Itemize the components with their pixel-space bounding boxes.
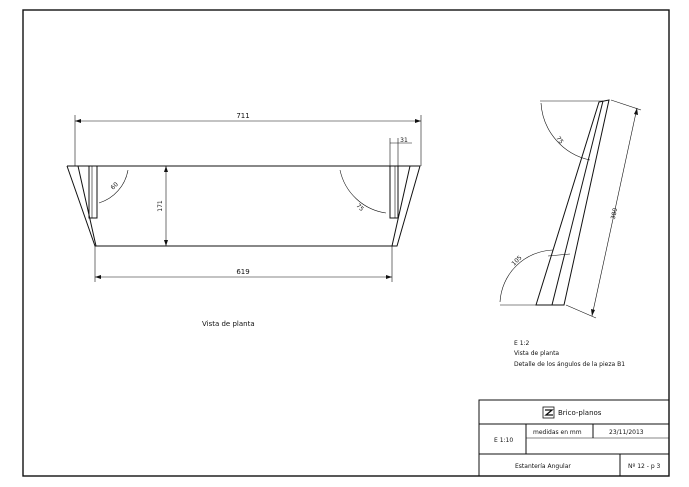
detail-note-view: Vista de planta (514, 350, 559, 357)
dim-711-label: 711 (236, 112, 249, 120)
dim-31-label: 31 (400, 137, 408, 144)
dim-619-arrow-right (386, 275, 392, 279)
detail-note-description: Detalle de los ángulos de la pieza B1 (514, 361, 625, 368)
shelf-front-edge-right (391, 165, 411, 247)
dim-380-arrow-top (634, 108, 638, 115)
detail-view: 380 75 105 E 1:2 Vista de planta Detalle… (499, 99, 642, 368)
dim-171-arrow-bottom (164, 240, 168, 246)
brand-logo-icon (542, 406, 555, 419)
dim-711-arrow-left (75, 119, 81, 123)
right-profile (389, 165, 399, 219)
dim-711-arrow-right (415, 119, 421, 123)
b1-profile-step (547, 253, 571, 257)
angle-left-arc (98, 169, 129, 204)
dim-619-label: 619 (236, 268, 249, 276)
dim-380-ext-top (610, 99, 642, 111)
angle-top-arc (540, 102, 591, 161)
dim-171-arrow-top (164, 166, 168, 172)
detail-note-scale: E 1:2 (514, 340, 530, 347)
dim-380-line (591, 107, 638, 317)
b1-profile-outline (535, 99, 610, 306)
dim-380-ext-bottom (565, 304, 597, 319)
angle-bottom-arc (499, 249, 554, 303)
dim-380-arrow-bottom (591, 309, 595, 316)
angle-top-label: 75 (554, 135, 564, 145)
title-block-scale: E 1:10 (494, 437, 513, 444)
dim-171-label: 171 (157, 200, 164, 212)
angle-right-label: 75 (355, 202, 365, 212)
sheet-frame (22, 9, 670, 477)
left-profile (88, 165, 98, 219)
b1-profile-inner-edge (551, 100, 604, 306)
title-block-title: Estantería Angular (515, 463, 571, 470)
dim-619-arrow-left (95, 275, 101, 279)
shelf-front-edge (77, 165, 97, 247)
angle-bottom-label: 105 (510, 254, 523, 267)
title-block-sheet-id: Nº 12 - p 3 (628, 463, 661, 470)
shelf-outline (66, 165, 421, 247)
angle-left-label: 60 (109, 181, 119, 191)
brand-logo-text: Brico-planos (558, 409, 602, 417)
plan-view: 711 31 171 619 60 75 Vista de planta (66, 112, 422, 328)
title-block-units: medidas en mm (533, 429, 582, 436)
title-block-date: 23/11/2013 (609, 429, 644, 436)
title-block: Brico-planos E 1:10 medidas en mm 23/11/… (478, 399, 670, 477)
dim-380-label: 380 (610, 207, 619, 220)
angle-right-arc (339, 169, 387, 214)
plan-view-caption: Vista de planta (202, 320, 255, 328)
